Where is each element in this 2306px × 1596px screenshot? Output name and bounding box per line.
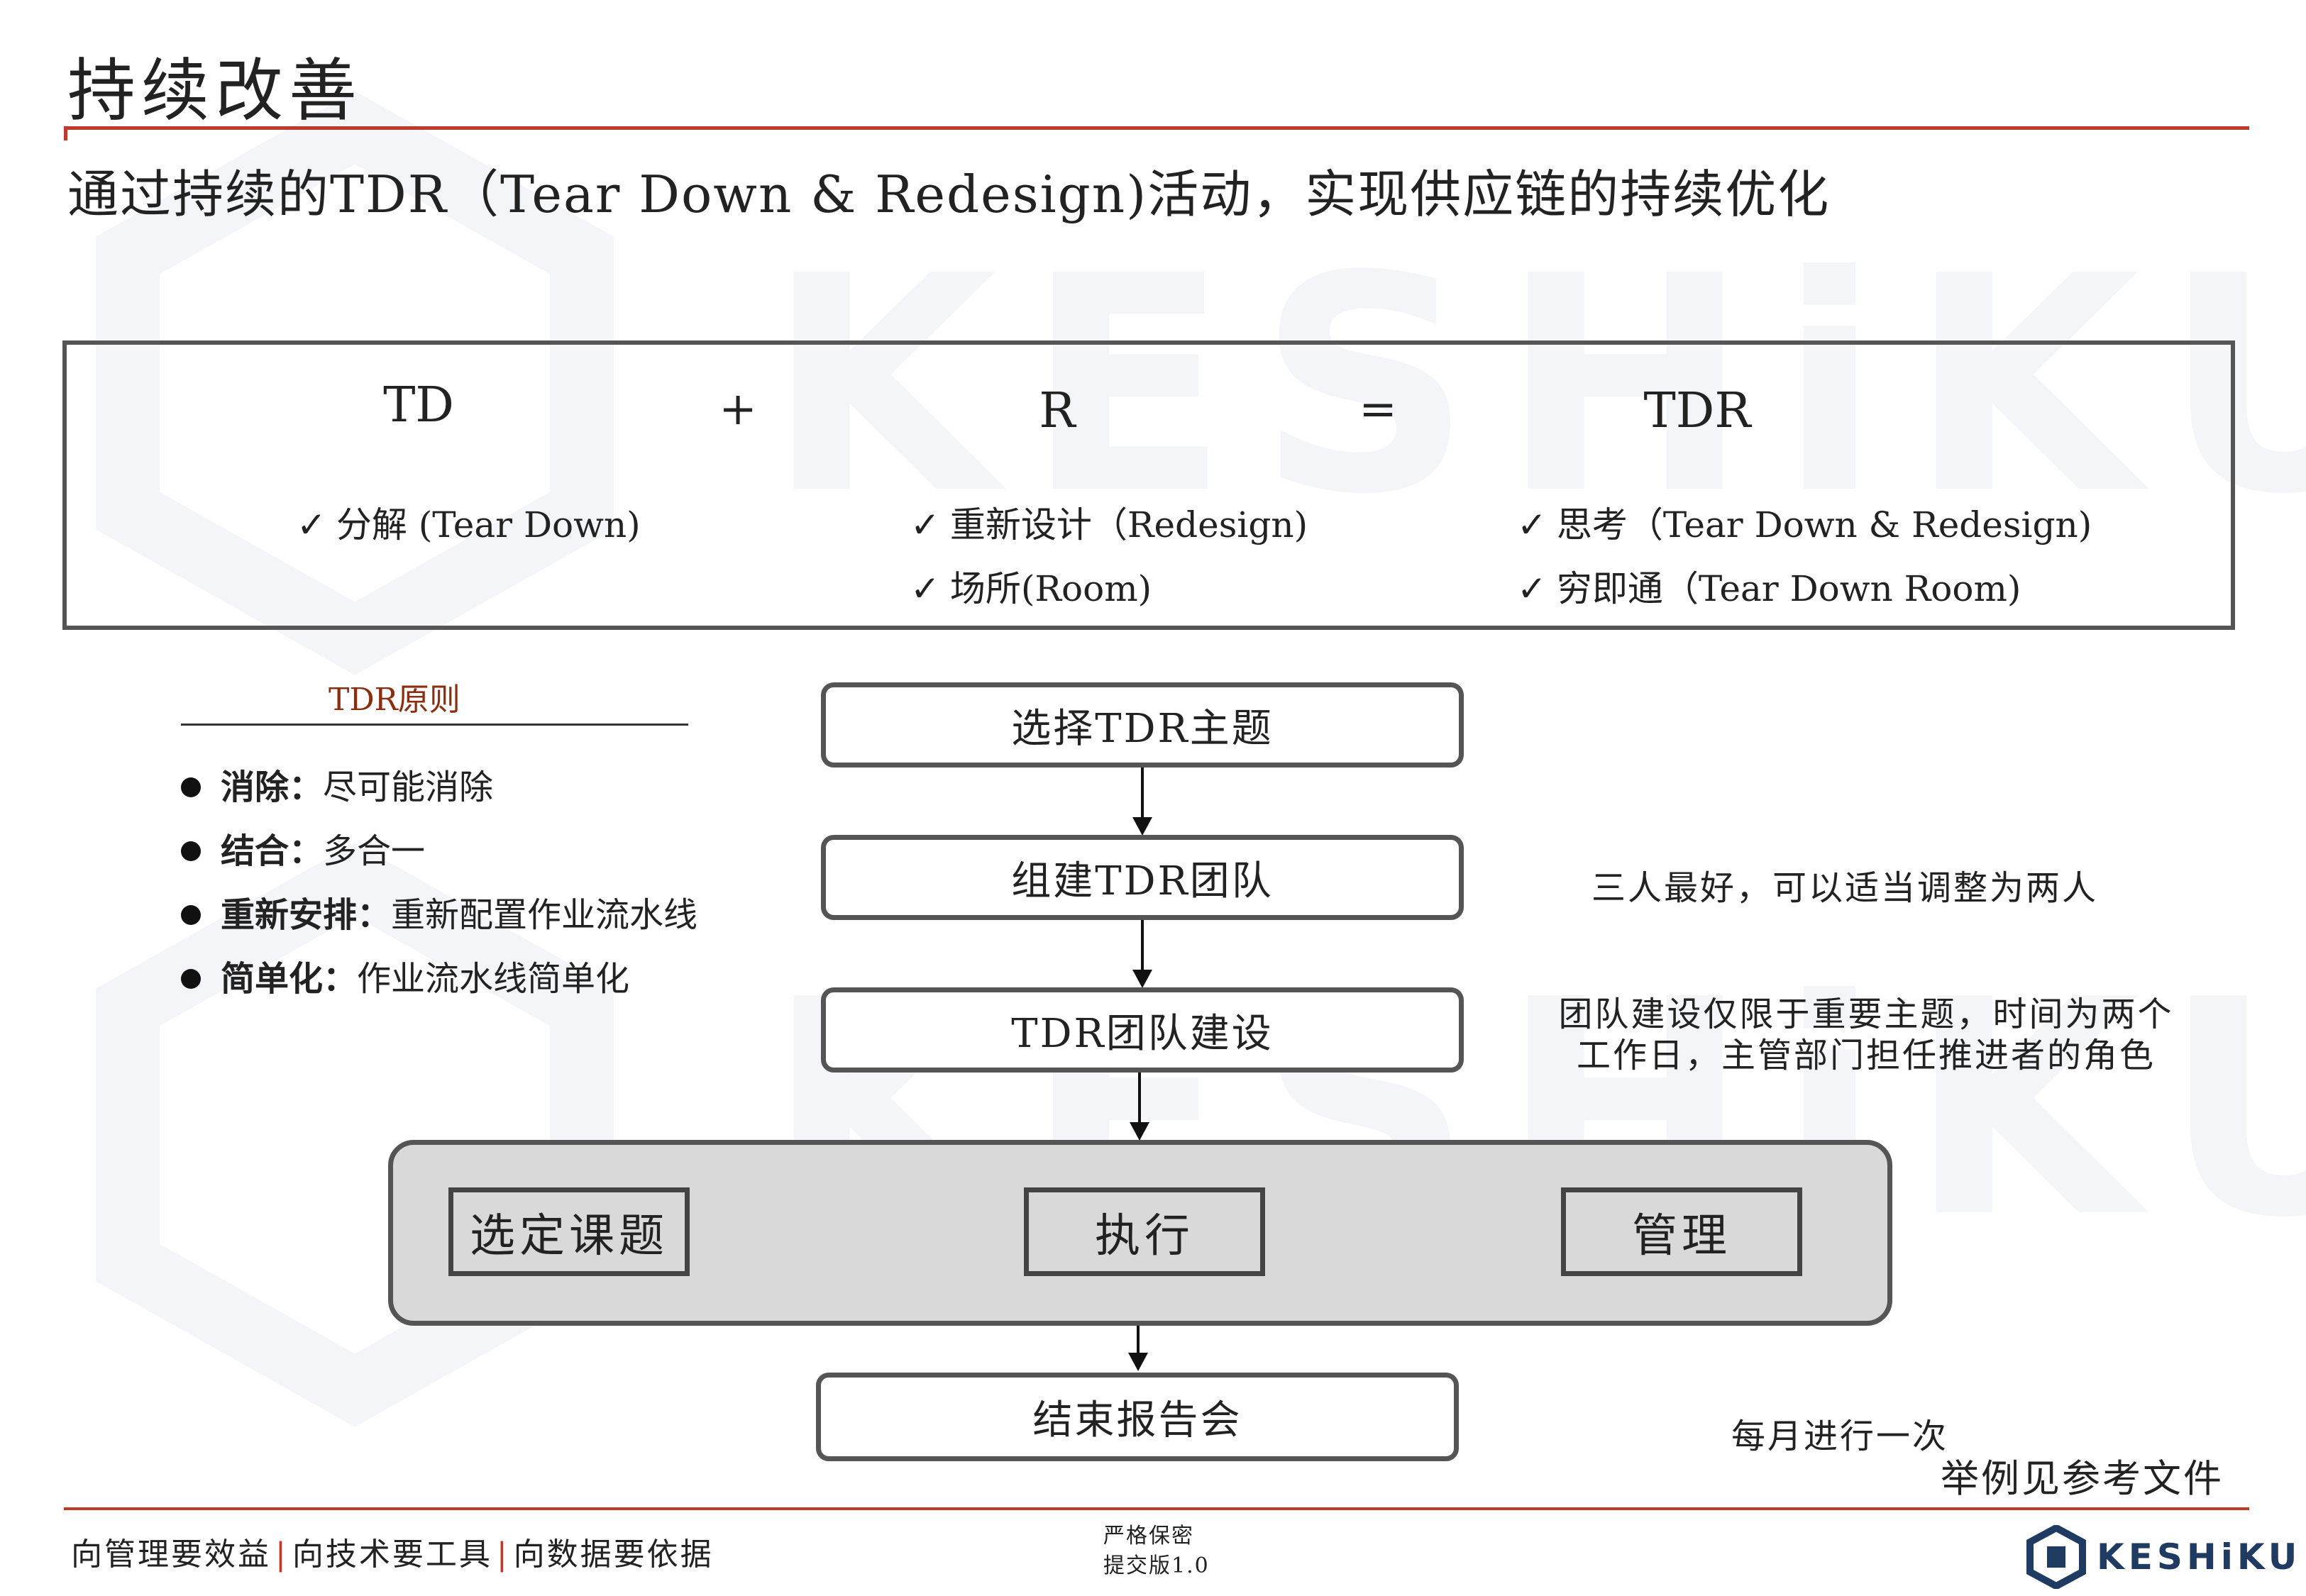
footer-confidential: 严格保密提交版1.0 [1103, 1524, 1210, 1578]
header-divider [64, 126, 2249, 130]
phase-select-topic: 选定课题 [448, 1187, 690, 1276]
keshiku-logo-icon [2026, 1525, 2086, 1589]
note-monthly: 每月进行一次 [1731, 1417, 1949, 1456]
flow-step-select-topic: 选择TDR主题 [821, 682, 1464, 767]
bullet-icon [181, 904, 201, 925]
check-icon: ✓ [910, 568, 940, 609]
flow-arrow [1132, 920, 1152, 988]
watermark-text: KESHiKU [766, 213, 2306, 560]
formula-box [62, 340, 2235, 630]
flow-step-form-team: 组建TDR团队 [821, 835, 1464, 920]
phase-manage: 管理 [1561, 1187, 1802, 1276]
check-icon: ✓ [1517, 504, 1547, 545]
watermark-logo-icon [96, 91, 614, 1427]
note-team-building-2: 工作日，主管部门担任推进者的角色 [1576, 1036, 2156, 1075]
flow-step-final-report: 结束报告会 [816, 1373, 1459, 1461]
principles-underline [181, 724, 688, 726]
td-item: ✓分解 (Tear Down) [297, 504, 641, 545]
formula-term-r: R [1039, 383, 1076, 439]
tdr-item-2: ✓穷即通（Tear Down Room) [1517, 568, 2021, 609]
footer-slogan: 向管理要效益|向技术要工具|向数据要依据 [71, 1536, 714, 1573]
tdr-item-1: ✓思考（Tear Down & Redesign) [1517, 504, 2092, 545]
r-item-2: ✓场所(Room) [910, 568, 1152, 609]
logo-text: KESHiKU [2097, 1536, 2302, 1578]
formula-term-tdr: TDR [1643, 383, 1751, 439]
flow-arrow [1132, 767, 1152, 836]
note-team-size: 三人最好，可以适当调整为两人 [1591, 868, 2098, 908]
bullet-icon [181, 841, 201, 861]
note-team-building-1: 团队建设仅限于重要主题，时间为两个 [1558, 994, 2174, 1034]
check-icon: ✓ [297, 504, 326, 545]
principle-item: 结合：多合一 [181, 823, 425, 872]
flow-arrow [1130, 1073, 1149, 1141]
r-item-1: ✓重新设计（Redesign) [910, 504, 1308, 545]
equals-sign: = [1359, 383, 1397, 436]
phase-execute: 执行 [1024, 1187, 1265, 1276]
check-icon: ✓ [910, 504, 940, 545]
principles-heading: TDR原则 [329, 682, 460, 718]
header-divider-tick [64, 126, 67, 140]
bullet-icon [181, 968, 201, 989]
principle-item: 重新安排：重新配置作业流水线 [181, 887, 697, 936]
plus-sign: + [719, 383, 757, 436]
bullet-icon [181, 777, 201, 797]
flow-arrow [1128, 1326, 1148, 1371]
check-icon: ✓ [1517, 568, 1547, 609]
flow-step-team-building: TDR团队建设 [821, 987, 1464, 1073]
page-subtitle: 通过持续的TDR（Tear Down & Redesign)活动，实现供应链的持… [67, 165, 1831, 224]
principle-item: 简单化：作业流水线简单化 [181, 951, 629, 1000]
formula-term-td: TD [383, 377, 454, 433]
footer-divider [64, 1507, 2249, 1510]
page-title: 持续改善 [67, 51, 363, 131]
principle-item: 消除：尽可能消除 [181, 759, 493, 809]
note-reference: 举例见参考文件 [1941, 1456, 2224, 1501]
